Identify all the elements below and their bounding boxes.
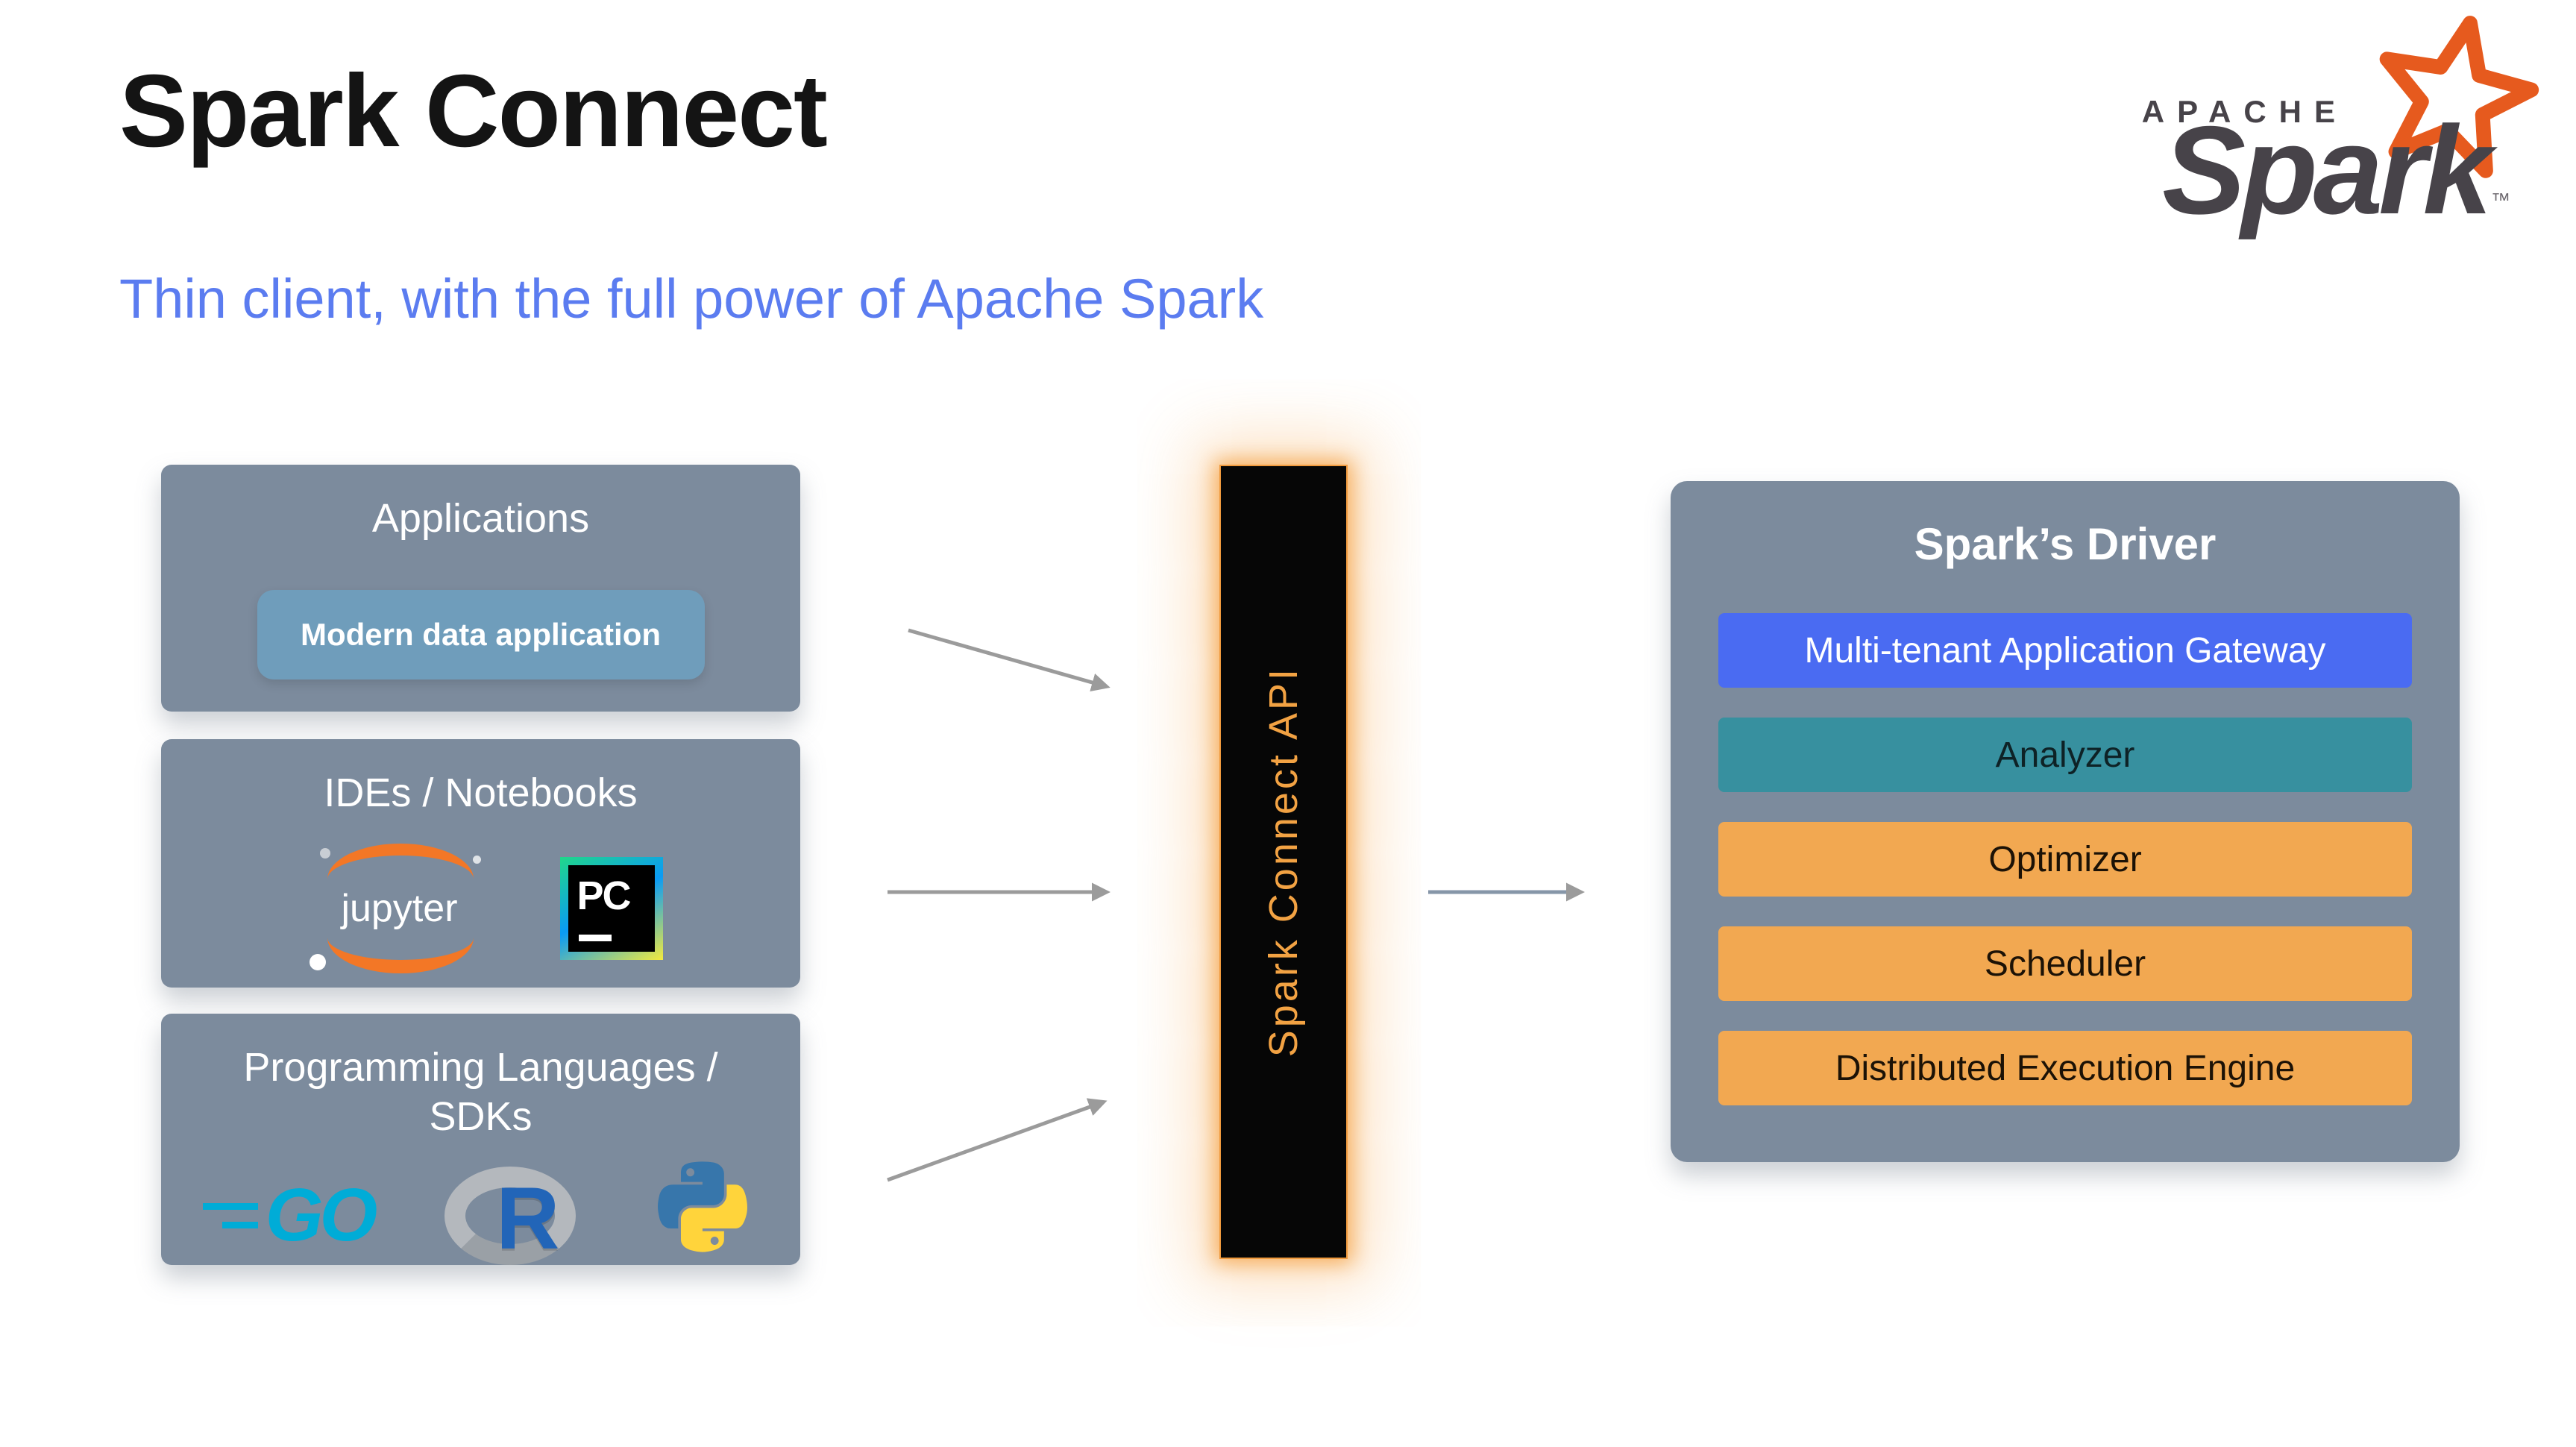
- languages-title-line1: Programming Languages /: [243, 1045, 718, 1090]
- languages-title-line2: SDKs: [429, 1093, 533, 1139]
- go-speed-lines: [202, 1202, 258, 1228]
- languages-sdks-box: Programming Languages / SDKs GO R: [161, 1014, 800, 1268]
- driver-row-optimizer: Optimizer: [1718, 822, 2412, 897]
- applications-title: Applications: [371, 496, 590, 541]
- r-icon: R: [444, 1166, 577, 1268]
- pycharm-label: PC: [577, 873, 632, 918]
- arrow-applications-to-api: [908, 628, 1110, 692]
- spark-connect-api-label: Spark Connect API: [1261, 666, 1306, 1058]
- jupyter-icon: jupyter: [299, 838, 500, 979]
- languages-sdks-title: Programming Languages / SDKs: [161, 1043, 800, 1142]
- spark-wordmark: Spark: [2162, 100, 2492, 240]
- jupyter-dot: [472, 855, 481, 864]
- trademark-mark: ™: [2491, 189, 2510, 211]
- python-icon: [658, 1161, 748, 1252]
- spark-star-icon: [2379, 16, 2539, 178]
- jupyter-dot: [309, 953, 326, 970]
- driver-rows: Multi-tenant Application Gateway Analyze…: [1671, 613, 2460, 1105]
- apache-spark-logo: APACHE Spark ™: [2093, 10, 2540, 242]
- pycharm-underscore: [578, 934, 612, 941]
- subtitle: Thin client, with the full power of Apac…: [119, 268, 1264, 330]
- go-icon: GO: [202, 1173, 378, 1258]
- jupyter-dot: [319, 847, 330, 859]
- driver-row-scheduler: Scheduler: [1718, 926, 2412, 1001]
- languages-logo-row: GO R: [161, 1160, 800, 1272]
- arrow-languages-to-api: [887, 1098, 1108, 1182]
- driver-row-gateway: Multi-tenant Application Gateway: [1718, 613, 2412, 688]
- driver-row-execution-engine: Distributed Execution Engine: [1718, 1031, 2412, 1105]
- spark-driver-title: Spark’s Driver: [1914, 519, 2217, 569]
- pycharm-icon: PC: [559, 856, 663, 960]
- modern-data-application-pill: Modern data application: [257, 589, 705, 679]
- apache-text: APACHE: [2141, 94, 2348, 129]
- go-label: GO: [265, 1173, 378, 1258]
- ides-logo-row: jupyter PC: [161, 838, 800, 979]
- jupyter-bottom-arc: [327, 902, 474, 973]
- spark-connect-api-bar: Spark Connect API: [1219, 465, 1348, 1259]
- ides-notebooks-title: IDEs / Notebooks: [324, 770, 638, 815]
- spark-driver-box: Spark’s Driver Multi-tenant Application …: [1671, 481, 2460, 1162]
- driver-row-analyzer: Analyzer: [1718, 718, 2412, 792]
- r-label: R: [496, 1169, 560, 1268]
- applications-box: Applications Modern data application: [161, 465, 800, 712]
- page-title: Spark Connect: [119, 54, 828, 169]
- ides-notebooks-box: IDEs / Notebooks jupyter PC: [161, 739, 800, 988]
- pycharm-inner: PC: [568, 864, 655, 952]
